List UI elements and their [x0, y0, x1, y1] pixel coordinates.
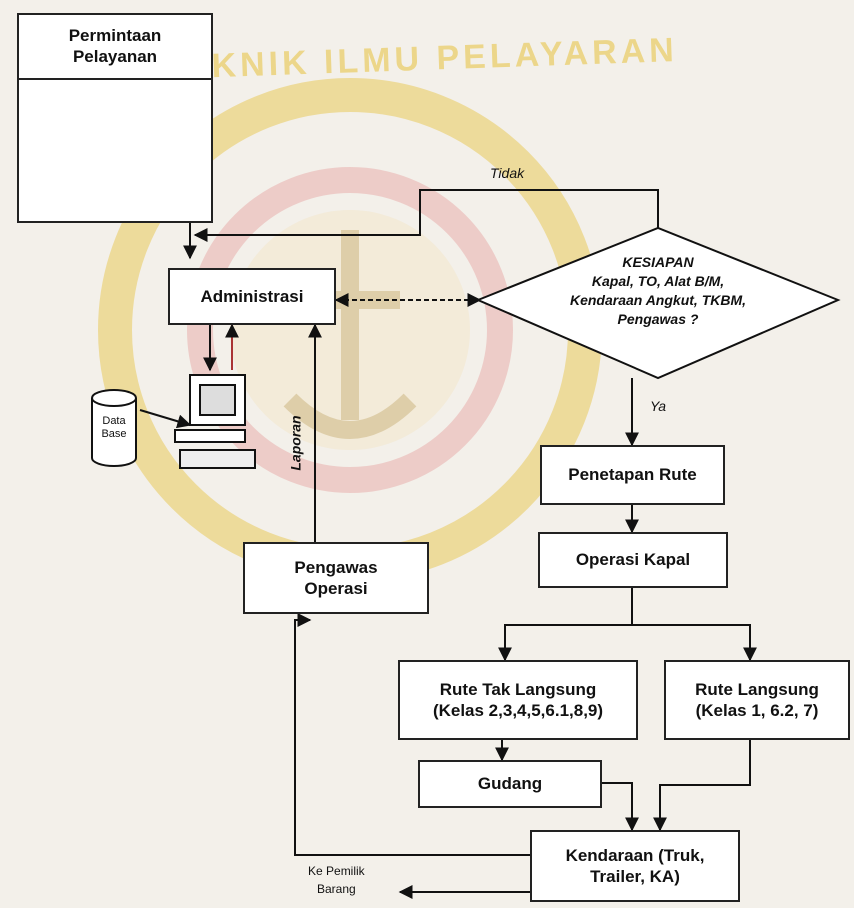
arrow-to-langsung — [632, 625, 750, 660]
arrow-to-tak-langsung — [505, 625, 632, 660]
pengawas-operasi-box: Pengawas Operasi — [243, 542, 429, 614]
arrow-tidak-loop — [195, 190, 658, 260]
computer-icon — [175, 375, 255, 468]
penetapan-rute-box: Penetapan Rute — [540, 445, 725, 505]
kesiapan-text: KESIAPAN Kapal, TO, Alat B/M, Kendaraan … — [505, 253, 811, 329]
rute-langsung-box: Rute Langsung (Kelas 1, 6.2, 7) — [664, 660, 850, 740]
arrow-langsung-kendaraan — [660, 740, 750, 830]
arrow-db-computer — [140, 410, 190, 425]
ya-label: Ya — [650, 398, 666, 414]
arrow-gudang-kendaraan — [600, 783, 632, 830]
administrasi-box: Administrasi — [168, 268, 336, 325]
permintaan-pelayanan-box: Permintaan Pelayanan — [17, 13, 213, 223]
permintaan-title: Permintaan Pelayanan — [19, 15, 211, 80]
kendaraan-box: Kendaraan (Truk, Trailer, KA) — [530, 830, 740, 902]
gudang-box: Gudang — [418, 760, 602, 808]
laporan-label: Laporan — [288, 415, 304, 470]
database-label: Data Base — [92, 415, 136, 441]
ke-pemilik-barang-label: Ke Pemilik Barang — [308, 862, 365, 898]
tidak-label: Tidak — [490, 165, 524, 181]
operasi-kapal-box: Operasi Kapal — [538, 532, 728, 588]
rute-tak-langsung-box: Rute Tak Langsung (Kelas 2,3,4,5,6.1,8,9… — [398, 660, 638, 740]
